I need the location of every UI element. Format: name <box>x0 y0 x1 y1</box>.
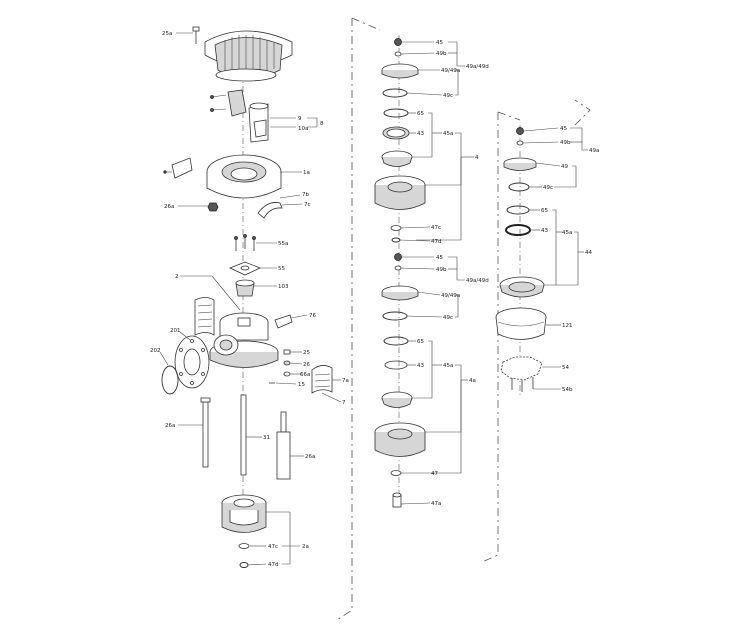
callout-m-43-2: 43 <box>417 363 424 369</box>
pump-head-2 <box>209 312 279 368</box>
callout-r-54b: 54b <box>562 387 573 393</box>
section-separators <box>336 17 591 621</box>
callout-8: 8 <box>320 121 324 127</box>
callout-m-45a-1: 45a <box>443 131 453 137</box>
callout-7c: 7c <box>304 202 311 208</box>
o-ring-47d-bottom <box>239 562 249 568</box>
callout-2: 2 <box>175 274 179 280</box>
plate-55 <box>228 261 262 276</box>
middle-stack-lower <box>374 253 426 508</box>
callout-7a: 7a <box>342 378 349 384</box>
callout-26: 26 <box>303 362 310 368</box>
nut-26a-top <box>207 202 219 212</box>
callout-9: 9 <box>298 116 302 122</box>
callout-r-121: 121 <box>562 323 573 329</box>
callout-r-49b: 49b <box>560 140 571 146</box>
callout-m-47c-1: 47c <box>431 225 441 231</box>
callout-55a: 55a <box>278 241 288 247</box>
callout-m-49-49a-2: 49/49a <box>441 293 460 299</box>
callout-76: 76 <box>309 313 316 319</box>
callout-m-49a49d-2: 49a/49d <box>466 278 489 284</box>
plug-screws <box>269 349 291 384</box>
callout-26a-top: 26a <box>164 204 174 210</box>
coupling-assembly <box>210 89 269 143</box>
callout-m-47a: 47a <box>431 501 441 507</box>
callout-47c-bottom: 47c <box>268 544 278 550</box>
callout-r-45: 45 <box>560 126 567 132</box>
callout-r-49c: 49c <box>543 185 553 191</box>
bolts-55a <box>234 234 256 251</box>
callout-r-54: 54 <box>562 365 569 371</box>
callout-m-49b-1: 49b <box>436 51 447 57</box>
callout-m-4: 4 <box>475 155 479 161</box>
callout-31: 31 <box>263 435 270 441</box>
callout-55: 55 <box>278 266 285 272</box>
callout-r-45a: 45a <box>562 230 572 236</box>
callout-r-49a: 49a <box>589 148 599 154</box>
callout-m-65-1: 65 <box>417 111 424 117</box>
callout-r-49: 49 <box>561 164 568 170</box>
callout-103: 103 <box>278 284 289 290</box>
leader-lines <box>159 32 588 566</box>
callout-25a: 25a <box>162 31 172 37</box>
shaft-31 <box>240 394 247 476</box>
callout-m-49-49a-1: 49/49a <box>441 68 460 74</box>
curved-guard-right <box>311 365 333 394</box>
motor-housing <box>204 30 293 82</box>
callout-10a: 10a <box>298 126 308 132</box>
stay-tube-26a <box>276 411 291 480</box>
washer-47c-bottom <box>238 543 250 549</box>
callout-m-47d-1: 47d <box>431 239 442 245</box>
base-chamber-2a <box>221 494 267 533</box>
callout-m-49b-2: 49b <box>436 267 447 273</box>
callout-m-4a: 4a <box>469 378 476 384</box>
callout-m-49a49d-1: 49a/49d <box>466 64 489 70</box>
callout-7: 7 <box>342 400 346 406</box>
callout-7b: 7b <box>302 192 309 198</box>
callout-r-44: 44 <box>585 250 592 256</box>
callout-201: 201 <box>170 328 181 334</box>
coupling-guard-left <box>163 157 193 179</box>
motor-bracket-1a <box>206 154 282 199</box>
callout-2a: 2a <box>302 544 309 550</box>
callout-r-65: 65 <box>541 208 548 214</box>
callout-m-45-1: 45 <box>436 40 443 46</box>
callout-15: 15 <box>298 382 305 388</box>
right-stack <box>495 127 547 392</box>
o-ring-202 <box>161 365 179 395</box>
callout-labels: 25a 9 10a 8 1a 7b 7c 26a 55a 55 103 2 76… <box>150 31 599 568</box>
callout-m-49c-2: 49c <box>443 315 453 321</box>
callout-202: 202 <box>150 348 161 354</box>
callout-m-65-2: 65 <box>417 339 424 345</box>
stay-bolt-left <box>200 397 211 468</box>
callout-26a-left: 26a <box>165 423 175 429</box>
callout-m-49c-1: 49c <box>443 93 453 99</box>
callout-r-43: 43 <box>541 228 548 234</box>
callout-m-47: 47 <box>431 471 438 477</box>
callout-m-45a-2: 45a <box>443 363 453 369</box>
callout-66a: 66a <box>300 372 310 378</box>
curved-guard-left <box>194 297 215 336</box>
callout-25: 25 <box>303 350 310 356</box>
middle-stack-upper <box>374 38 426 243</box>
callout-m-43-1: 43 <box>417 131 424 137</box>
callout-m-45-2: 45 <box>436 255 443 261</box>
callout-47d-bottom: 47d <box>268 562 279 568</box>
callout-1a: 1a <box>303 170 310 176</box>
guard-76 <box>274 314 293 329</box>
coupling-guard-7b <box>257 202 283 219</box>
flange-201 <box>174 335 210 389</box>
callout-26a-tube: 26a <box>305 454 315 460</box>
mechanical-seal-103 <box>235 279 255 297</box>
screw-25a <box>192 26 200 44</box>
